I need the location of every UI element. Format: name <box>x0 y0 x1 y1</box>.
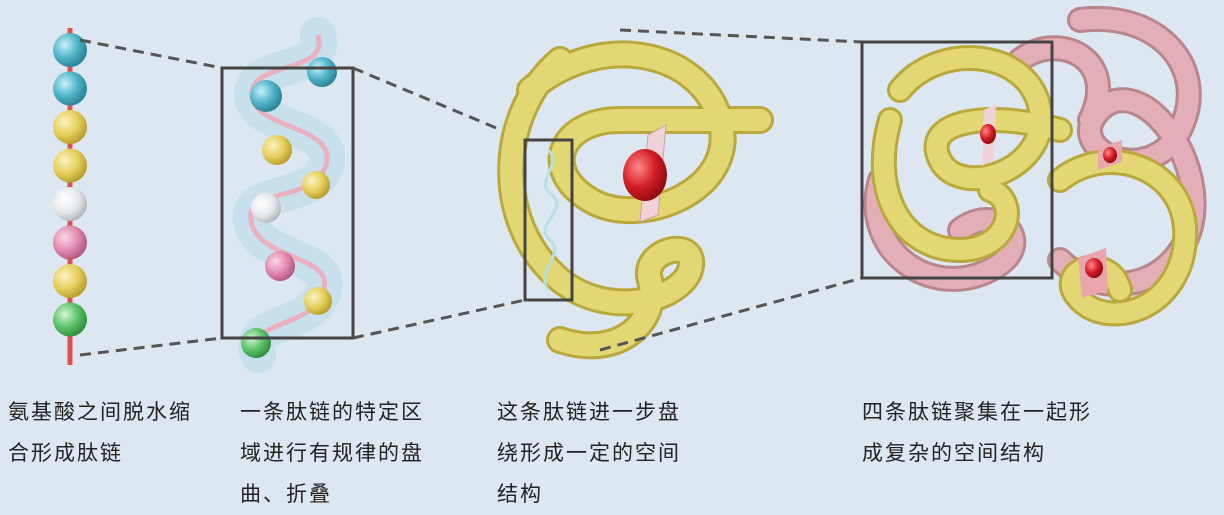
amino-acid-chain-figure <box>53 28 87 365</box>
helix-bead <box>251 193 281 223</box>
zoom-line <box>79 336 223 357</box>
mini-helix <box>543 148 559 291</box>
tertiary-focus-box <box>523 138 574 302</box>
zoom-lines-3 <box>599 28 863 352</box>
amino-acid-bead <box>53 302 87 337</box>
helix-beads <box>241 57 337 358</box>
amino-acid-bead <box>53 264 87 298</box>
amino-acid-bead <box>53 110 87 144</box>
helix-bead <box>241 328 271 358</box>
caption-quaternary-structure: 四条肽链聚集在一起形 成复杂的空间结构 <box>862 400 1092 465</box>
zoom-line <box>619 28 863 44</box>
tertiary-tube <box>500 43 771 357</box>
helix-focus-box <box>220 66 355 340</box>
zoom-line <box>352 298 526 340</box>
amino-acid-bead <box>53 33 87 67</box>
amino-acid-bead <box>53 225 87 260</box>
amino-acid-bead <box>53 148 87 183</box>
zoom-lines-2 <box>352 66 526 340</box>
caption-tertiary-structure: 这条肽链进一步盘 绕形成一定的空间 结构 <box>497 400 681 506</box>
heme-group <box>1085 258 1103 278</box>
caption-helix-folding: 一条肽链的特定区 域进行有规律的盘 曲、折叠 <box>240 400 424 506</box>
helix-bead <box>265 251 295 281</box>
tertiary-structure-figure <box>497 40 774 360</box>
heme-group <box>623 149 667 201</box>
zoom-line <box>79 38 223 70</box>
caption-amino-acid-chain: 氨基酸之间脱水缩 合形成肽链 <box>8 400 192 465</box>
zoom-lines-1 <box>79 38 223 357</box>
zoom-line <box>352 66 526 142</box>
mini-helix-path <box>543 148 559 291</box>
heme-group <box>1103 147 1117 163</box>
quaternary-focus-box <box>860 40 1054 280</box>
helix-bead <box>250 80 282 112</box>
zoom-line <box>599 276 863 352</box>
amino-acid-bead <box>53 187 87 221</box>
helix-bead <box>307 57 337 87</box>
helix-figure <box>220 17 355 373</box>
amino-acid-bead <box>53 71 87 106</box>
quaternary-structure-figure <box>860 5 1207 327</box>
amino-acid-beads <box>53 33 87 337</box>
helix-bead <box>304 287 332 315</box>
heme-group <box>980 124 996 144</box>
helix-bead <box>302 171 330 199</box>
helix-bead <box>262 135 292 165</box>
